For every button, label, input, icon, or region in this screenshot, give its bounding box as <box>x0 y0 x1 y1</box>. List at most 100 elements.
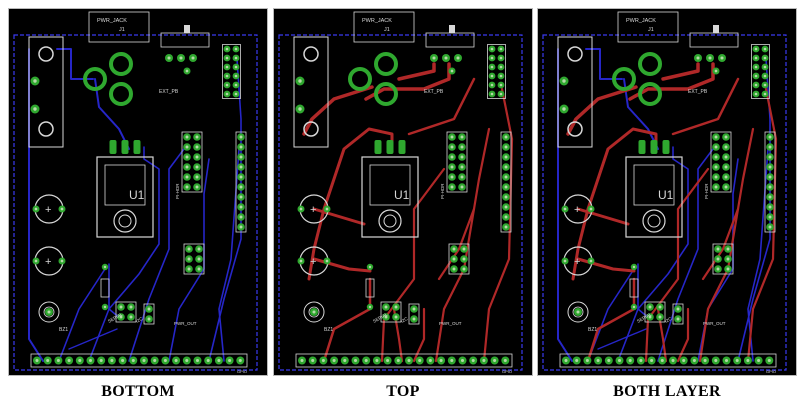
trace <box>58 268 106 362</box>
top-right-header <box>222 44 241 99</box>
pi-header-label: PI-HDR <box>175 183 180 199</box>
power-jack-ref: J1 <box>119 27 125 33</box>
jack-pad <box>374 52 398 76</box>
regulator-pin <box>650 140 658 154</box>
trace <box>128 148 185 362</box>
bracket-outline <box>293 36 329 148</box>
jack-pad <box>109 82 133 106</box>
pwr-out-label: PWR_OUT <box>174 321 197 326</box>
caption-top: TOP <box>386 383 420 400</box>
buzzer: BZ1 <box>38 301 68 333</box>
resistor <box>100 263 110 311</box>
pwr-out-header <box>712 243 734 275</box>
bottom-gpio-header: GPIO <box>559 353 777 374</box>
resistor <box>629 263 639 311</box>
ext-pb-label: EXT_PB <box>688 89 708 95</box>
pi-header-b <box>500 131 512 233</box>
board-outline <box>278 34 523 371</box>
trace <box>218 148 240 362</box>
capacitor-polarity: + <box>45 204 51 216</box>
capacitor: + <box>297 246 331 276</box>
trace <box>566 85 638 136</box>
trace <box>208 58 242 362</box>
buzzer-label: BZ1 <box>59 327 68 333</box>
trace <box>380 167 446 363</box>
pi-header-label: PI-HDR <box>440 183 445 199</box>
bracket-outline <box>557 36 593 148</box>
regulator-u1: U1 <box>96 140 154 238</box>
top-right-header <box>487 44 506 99</box>
ext-pb-label: EXT_PB <box>424 89 444 95</box>
pi-header-b <box>235 131 247 233</box>
i2c-label: I2C <box>400 316 409 324</box>
board-outline <box>542 34 787 371</box>
bottom-gpio-header: GPIO <box>30 353 248 374</box>
power-jack-label: PWR_JACK <box>97 18 127 24</box>
regulator-pin <box>398 140 406 154</box>
i2c-header <box>672 303 684 325</box>
regulator-pin <box>374 140 382 154</box>
power-switch <box>160 25 210 62</box>
trace <box>637 263 651 320</box>
pi-header-label: PI-HDR <box>704 183 709 199</box>
trace <box>623 78 659 150</box>
power-switch <box>425 25 475 62</box>
trace <box>482 87 514 363</box>
regulator-label: U1 <box>658 188 674 202</box>
regulator-outline <box>361 156 419 238</box>
regulator-pin <box>386 140 394 154</box>
regulator-outline <box>625 156 683 238</box>
trace <box>108 263 122 320</box>
trace <box>576 207 630 226</box>
capacitor: + <box>297 194 331 224</box>
capacitor-polarity: + <box>310 204 316 216</box>
capacitor-polarity: + <box>310 256 316 268</box>
bracket-outline <box>28 36 64 148</box>
mount-bracket <box>557 36 593 148</box>
serial-header <box>380 301 402 323</box>
ext-pb-label: EXT_PB <box>159 89 179 95</box>
serial-header <box>644 301 666 323</box>
gpio-label: GPIO <box>237 369 247 374</box>
pi-header-a <box>446 131 468 193</box>
pi-header-b <box>764 131 776 233</box>
resistor <box>365 263 375 311</box>
pwr-out-header <box>448 243 470 275</box>
trace <box>56 48 94 80</box>
gpio-label: GPIO <box>502 369 512 374</box>
regulator-pin <box>121 140 129 154</box>
trace <box>407 77 476 136</box>
trace <box>94 78 130 150</box>
trace <box>701 207 740 281</box>
capacitor-polarity: + <box>574 256 580 268</box>
trace <box>437 207 476 281</box>
regulator-pin <box>133 140 141 154</box>
jack-pad <box>638 82 662 106</box>
trace <box>312 257 372 273</box>
capacitor: + <box>32 246 66 276</box>
capacitor: + <box>561 194 595 224</box>
trace <box>68 328 118 350</box>
power-jack-label: PWR_JACK <box>626 18 656 24</box>
capacitor: + <box>561 246 595 276</box>
buzzer: BZ1 <box>303 301 333 333</box>
power-jack-ref: J1 <box>384 27 390 33</box>
trace <box>587 268 635 362</box>
capacitor-polarity: + <box>574 204 580 216</box>
pwr-out-header <box>183 243 205 275</box>
pi-header-a <box>181 131 203 193</box>
jack-pad <box>348 67 372 91</box>
jack-pad <box>109 52 133 76</box>
caption-both-layers: BOTH LAYER <box>613 383 721 400</box>
trace <box>597 328 647 350</box>
capacitor: + <box>32 194 66 224</box>
regulator-u1: U1 <box>361 140 419 238</box>
jack-pad <box>612 67 636 91</box>
buzzer: BZ1 <box>567 301 597 333</box>
